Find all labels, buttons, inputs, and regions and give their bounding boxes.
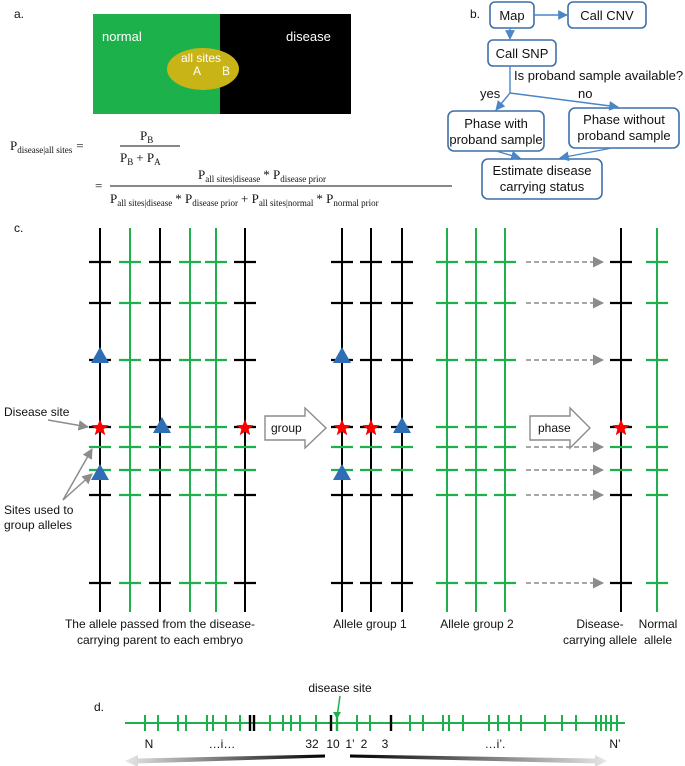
group-site-triangle-4 <box>333 464 351 480</box>
disease-site-star-1 <box>236 419 254 436</box>
n3-label: 3 <box>382 737 389 751</box>
n2p-label: 2 <box>361 737 368 751</box>
call-snp-box <box>487 39 557 67</box>
phase-label: phase <box>538 421 571 435</box>
allele-group-1-label: Allele group 1 <box>333 617 407 631</box>
right-gradient-arrow <box>350 754 607 766</box>
left-gradient-arrow <box>125 754 325 766</box>
yes-label: yes <box>480 86 501 101</box>
panel-d-label: d. <box>94 700 104 714</box>
sites-pointer-2 <box>62 473 93 501</box>
n1p-label: 1’ <box>345 737 354 751</box>
b-label: B <box>222 64 230 78</box>
bayes-formula: Pdisease|all sites= PB PB+ PA = Pall sit… <box>10 128 452 208</box>
panel-a-label: a. <box>14 7 24 21</box>
phase-without-text-2: proband sample <box>577 128 670 143</box>
phase-without-text-1: Phase without <box>583 112 665 127</box>
group-arrow <box>264 406 328 450</box>
no-label: no <box>578 86 592 101</box>
disease-site-pointer <box>47 419 90 431</box>
svg-text:PB+ PA: PB+ PA <box>120 150 161 167</box>
svg-text:Pdisease|all sites=: Pdisease|all sites= <box>10 138 84 155</box>
svg-text:Pall sites|disease* Pdisease p: Pall sites|disease* Pdisease prior+ Pall… <box>110 191 379 208</box>
normal-allele-label-2: allele <box>644 633 672 647</box>
n10-label: 10 <box>326 737 340 751</box>
site-markers <box>91 347 630 480</box>
disease-label: disease <box>286 29 331 44</box>
group-site-triangle-2 <box>153 417 171 433</box>
sites-used-label-1: Sites used to <box>4 503 74 517</box>
i-right-label: …i’. <box>485 737 506 751</box>
caption-left-2: carrying parent to each embryo <box>77 633 243 647</box>
call-cnv-text: Call CNV <box>580 8 634 23</box>
call-cnv-box <box>567 1 647 29</box>
svg-text:=: = <box>95 178 102 193</box>
group-label: group <box>271 421 302 435</box>
all-sites-label: all sites <box>181 51 221 65</box>
group-site-triangle-3 <box>333 347 351 363</box>
proband-question: Is proband sample available? <box>514 68 683 83</box>
n-label: N <box>145 737 154 751</box>
disease-site-star-2 <box>333 419 351 436</box>
estimate-text-1: Estimate disease <box>493 163 592 178</box>
i-left-label: …i… <box>209 737 236 751</box>
group-site-triangle-0 <box>91 347 109 363</box>
caption-left-1: The allele passed from the disease- <box>65 617 255 631</box>
disease-allele-label-2: carrying allele <box>563 633 637 647</box>
phase-with-text-2: proband sample <box>449 132 542 147</box>
np-label: N’ <box>609 737 620 751</box>
sites-pointer-1 <box>62 448 93 501</box>
gray-dashed-arrows <box>526 256 605 589</box>
disease-site-star-0 <box>91 419 109 436</box>
disease-site-star-4 <box>612 419 630 436</box>
panel-c-label: c. <box>14 221 23 235</box>
normal-allele-label-1: Normal <box>639 617 678 631</box>
estimate-box <box>481 158 603 200</box>
a-label: A <box>193 64 201 78</box>
disease-site-label-d: disease site <box>308 681 372 695</box>
allele-group-2-label: Allele group 2 <box>440 617 514 631</box>
phase-arrow <box>529 406 591 450</box>
site-ticks <box>144 715 618 731</box>
phase-without-box <box>568 107 680 149</box>
disease-region <box>220 14 351 114</box>
normal-label: normal <box>102 29 142 44</box>
disease-site-star-3 <box>362 419 380 436</box>
sites-used-label-2: group alleles <box>4 518 72 532</box>
group-site-triangle-5 <box>393 417 411 433</box>
svg-text:Pall sites|disease* Pdisease p: Pall sites|disease* Pdisease prior <box>198 167 326 184</box>
all-sites-ellipse <box>167 48 239 90</box>
n32-label: 32 <box>305 737 319 751</box>
estimate-text-2: carrying status <box>500 179 585 194</box>
phase-with-text-1: Phase with <box>464 116 528 131</box>
svg-text:PB: PB <box>140 128 153 145</box>
disease-site-label: Disease site <box>4 405 70 419</box>
panel-b-label: b. <box>470 7 480 21</box>
disease-allele-label-1: Disease- <box>576 617 623 631</box>
group-site-triangle-1 <box>91 464 109 480</box>
call-snp-text: Call SNP <box>496 46 549 61</box>
map-text: Map <box>499 8 524 23</box>
